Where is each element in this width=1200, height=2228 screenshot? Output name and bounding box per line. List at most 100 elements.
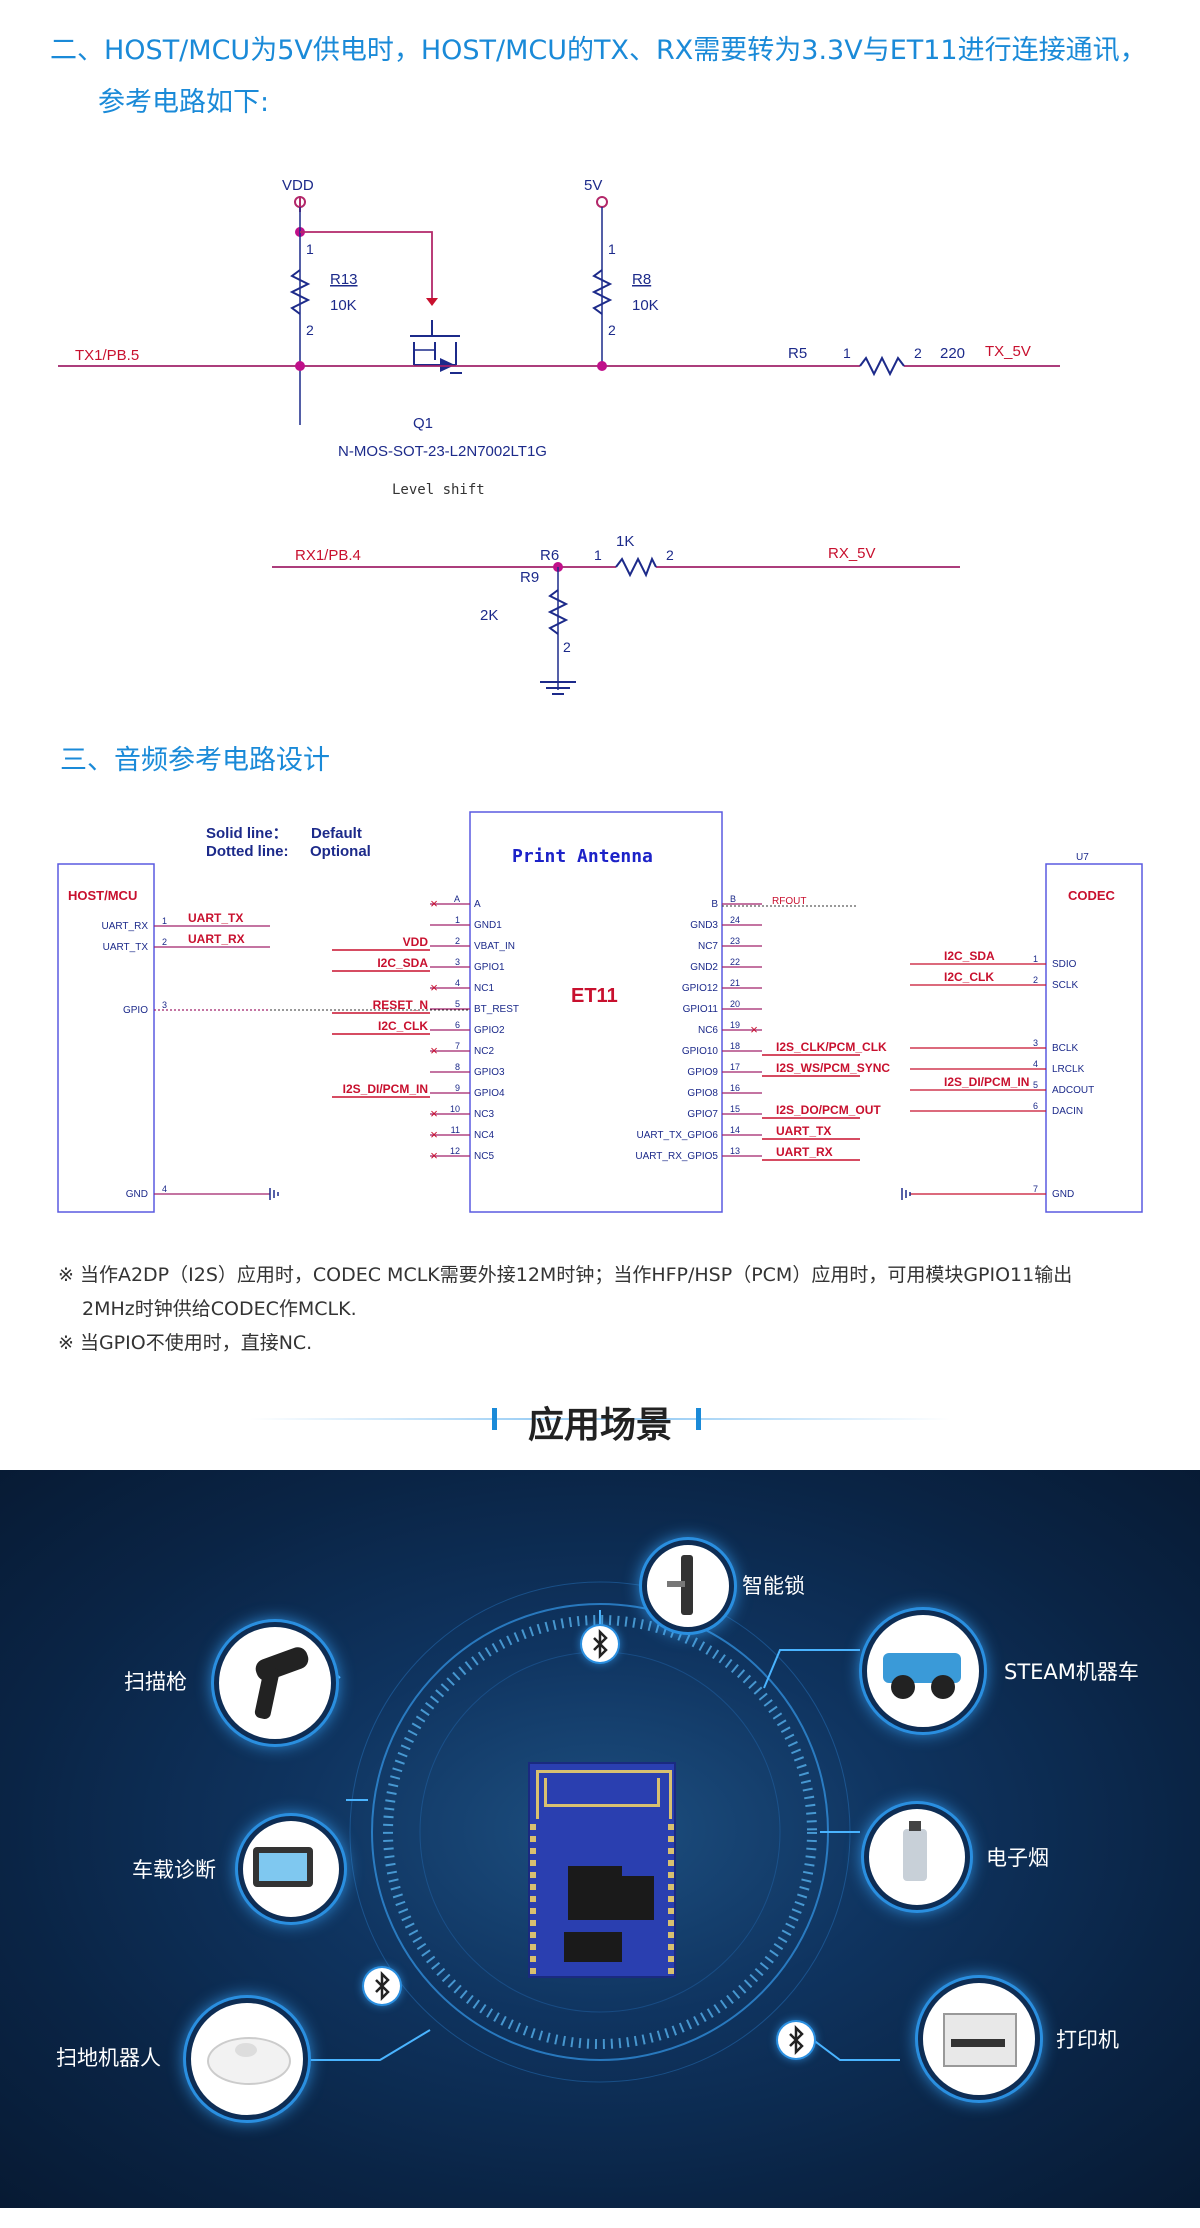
no-connect-mark: × <box>750 1022 758 1037</box>
svg-text:1: 1 <box>594 547 602 563</box>
scene-label-car-diagnostic: 车载诊断 <box>132 1858 216 1882</box>
footer-strip <box>0 2208 1200 2228</box>
codec-pin-name: SCLK <box>1052 980 1078 991</box>
et11-right-pin-name: GND3 <box>690 920 718 931</box>
net-label: VDD <box>403 935 429 949</box>
et11-right-pin-name: GPIO7 <box>687 1109 718 1120</box>
et11-right-pin-name: GPIO12 <box>682 983 719 994</box>
et11-left-pin-number: 12 <box>450 1146 460 1156</box>
r5-label: R5 <box>788 345 807 362</box>
codec-pin-name: BCLK <box>1052 1043 1078 1054</box>
et11-right-pin-number: 21 <box>730 978 740 988</box>
section-3-heading: 三、音频参考电路设计 <box>60 745 330 776</box>
codec-pin-number: 4 <box>1033 1059 1038 1069</box>
net-label: I2S_DI/PCM_IN <box>944 1075 1029 1089</box>
et11-right-pin-number: 23 <box>730 936 740 946</box>
section-2-heading-line1: 二、HOST/MCU为5V供电时，HOST/MCU的TX、RX需要转为3.3V与… <box>50 35 1147 66</box>
no-connect-mark: × <box>430 1127 438 1142</box>
solid-line-value: Default <box>311 825 362 842</box>
net-label: I2C_SDA <box>377 956 428 970</box>
r9-label: R9 <box>520 569 539 586</box>
no-connect-mark: × <box>430 896 438 911</box>
et11-right-pin-number: 20 <box>730 999 740 1009</box>
et11-box <box>469 811 723 1213</box>
host-pin-number: 3 <box>162 1000 167 1010</box>
level-shift-schematic: VDD 1 R13 10K 2 Q1 N-MOS-SOT-23-L2N7002L… <box>58 177 1060 695</box>
et11-module-image <box>528 1762 676 1978</box>
host-pin-name: GND <box>126 1189 148 1200</box>
r9-value: 2K <box>480 607 498 624</box>
r13-label: R13 <box>330 271 358 288</box>
scenes-title-bar <box>250 1418 950 1420</box>
et11-left-pin-name: A <box>474 899 481 910</box>
et11-left-pin-number: 5 <box>455 999 460 1009</box>
scenes-title: 应用场景 <box>527 1405 672 1446</box>
application-scenes-panel: 智能锁 扫描枪 STEAM机器车 车载诊断 电子烟 扫地机器人 打印机 <box>0 1470 1200 2208</box>
et11-right-pin-name: NC7 <box>698 941 718 952</box>
et11-right-pin-number: 19 <box>730 1020 740 1030</box>
q1-label: Q1 <box>413 415 433 432</box>
et11-left-pin-name: GND1 <box>474 920 502 931</box>
bluetooth-icon <box>582 1626 618 1662</box>
svg-text:2: 2 <box>608 322 616 338</box>
net-label: I2S_DI/PCM_IN <box>343 1082 428 1096</box>
print-antenna-label: Print Antenna <box>512 846 653 867</box>
printer-icon <box>918 1978 1040 2100</box>
audio-schematic: Solid line： Default Dotted line: Optiona… <box>57 811 1143 1213</box>
robot-vacuum-icon <box>186 1998 308 2120</box>
et11-right-pin-name: GPIO11 <box>683 1004 719 1015</box>
no-connect-mark: × <box>430 980 438 995</box>
no-connect-mark: × <box>430 1043 438 1058</box>
net-label: I2C_CLK <box>378 1019 428 1033</box>
rx5v-label: RX_5V <box>828 545 876 562</box>
et11-label: ET11 <box>571 985 618 1007</box>
net-label: UART_TX <box>776 1124 831 1138</box>
r5-value: 220 <box>940 345 965 362</box>
barcode-scanner-icon <box>214 1622 336 1744</box>
host-mcu-title: HOST/MCU <box>68 888 137 903</box>
codec-pin-name: LRCLK <box>1052 1064 1085 1075</box>
et11-right-pin-number: 13 <box>730 1146 740 1156</box>
r8-label: R8 <box>632 271 651 288</box>
host-pin-name: UART_TX <box>103 942 149 953</box>
svg-text:1: 1 <box>843 345 851 361</box>
et11-right-pin-name: UART_RX_GPIO5 <box>635 1151 718 1162</box>
smart-lock-icon <box>642 1540 734 1632</box>
et11-left-pin-number: 1 <box>455 915 460 925</box>
et11-right-pin-name: NC6 <box>698 1025 718 1036</box>
codec-pin-name: DACIN <box>1052 1106 1083 1117</box>
et11-left-pin-number: 11 <box>451 1125 460 1135</box>
et11-right-pin-number: B <box>730 894 736 904</box>
svg-text:2: 2 <box>914 345 922 361</box>
scene-label-barcode-scanner: 扫描枪 <box>124 1670 187 1694</box>
et11-left-pin-number: 8 <box>455 1062 460 1072</box>
host-pin-name: GPIO <box>123 1005 148 1016</box>
et11-right-pin-number: 22 <box>730 957 740 967</box>
et11-left-pin-name: BT_REST <box>474 1004 519 1015</box>
host-pin-name: UART_RX <box>102 921 149 932</box>
q1-part: N-MOS-SOT-23-L2N7002LT1G <box>338 443 547 460</box>
scene-label-e-cigarette: 电子烟 <box>986 1846 1049 1870</box>
level-shift-label: Level shift <box>392 482 485 498</box>
svg-text:2: 2 <box>306 322 314 338</box>
net-label: UART_RX <box>188 932 245 946</box>
rfout-label: RFOUT <box>772 896 806 907</box>
et11-left-pin-number: 9 <box>455 1083 460 1093</box>
host-mcu-box <box>57 863 155 1213</box>
et11-left-pin-name: NC5 <box>474 1151 494 1162</box>
codec-pin-name: ADCOUT <box>1052 1085 1094 1096</box>
codec-pin-number: 7 <box>1033 1184 1038 1194</box>
scene-label-robot-car: STEAM机器车 <box>1004 1660 1139 1684</box>
no-connect-mark: × <box>430 1106 438 1121</box>
et11-right-pin-number: 14 <box>730 1125 740 1135</box>
host-pin-number: 4 <box>162 1184 167 1194</box>
et11-right-pin-name: GPIO8 <box>687 1088 718 1099</box>
u7-label: U7 <box>1076 852 1089 863</box>
et11-left-pin-number: A <box>454 894 460 904</box>
et11-left-pin-name: GPIO1 <box>474 962 505 973</box>
host-pin-number: 2 <box>162 937 167 947</box>
et11-left-pin-name: NC3 <box>474 1109 494 1120</box>
et11-right-pin-name: GPIO9 <box>687 1067 718 1078</box>
et11-right-pin-number: 16 <box>730 1083 740 1093</box>
net-label: I2C_CLK <box>944 970 994 984</box>
